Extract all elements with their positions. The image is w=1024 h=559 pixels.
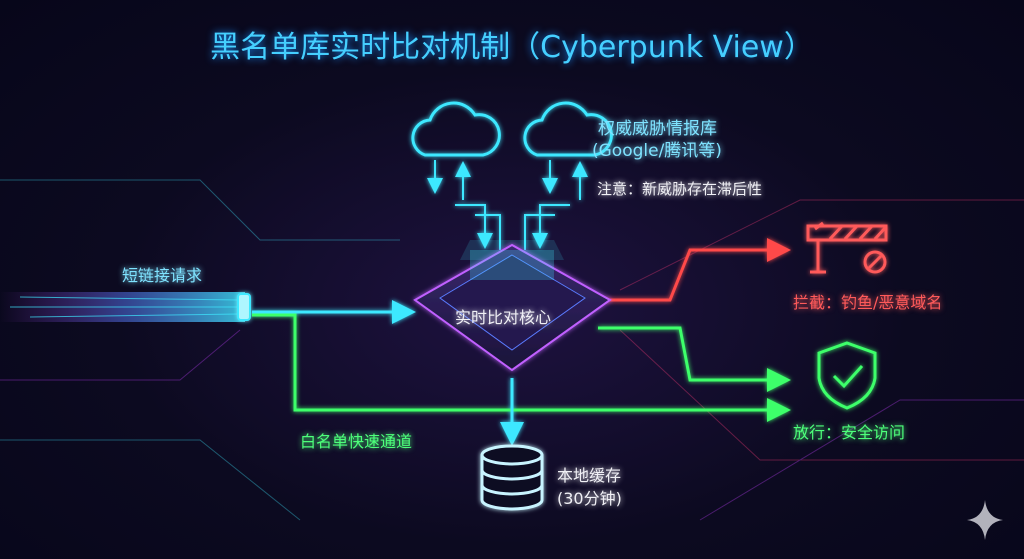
threat-db-sublabel: (Google/腾讯等) <box>592 141 722 161</box>
request-beam <box>0 292 251 322</box>
cloud1-link-up <box>475 214 501 250</box>
threat-note: 注意：新威胁存在滞后性 <box>597 180 763 198</box>
cloud1-link-down <box>455 204 493 249</box>
block-arrow <box>598 238 791 302</box>
allow-label: 放行：安全访问 <box>793 423 906 442</box>
cache-sublabel: (30分钟) <box>557 489 622 508</box>
allow-arrow <box>598 326 791 392</box>
database-icon <box>480 444 544 511</box>
sparkle-icon <box>967 500 1003 540</box>
cloud-icon <box>523 101 613 157</box>
request-emitter-icon <box>237 293 251 321</box>
cloud2-link-up <box>524 214 555 250</box>
cloud2-link-down <box>532 204 570 249</box>
core-chip-icon <box>413 240 612 372</box>
whitelist-arrow <box>252 313 791 422</box>
shield-check-icon <box>817 341 877 410</box>
threat-db-label: 权威威胁情报库 <box>598 119 717 139</box>
request-label: 短链接请求 <box>122 266 203 285</box>
whitelist-label: 白名单快速通道 <box>300 432 413 451</box>
circuit-background <box>0 179 1024 521</box>
barrier-icon <box>806 221 888 274</box>
page-title: 黑名单库实时比对机制（Cyberpunk View） <box>210 30 814 65</box>
block-label: 拦截：钓鱼/恶意域名 <box>793 293 943 312</box>
cache-label: 本地缓存 <box>557 466 622 485</box>
core-label: 实时比对核心 <box>455 308 552 327</box>
cloud-icon <box>411 101 501 157</box>
